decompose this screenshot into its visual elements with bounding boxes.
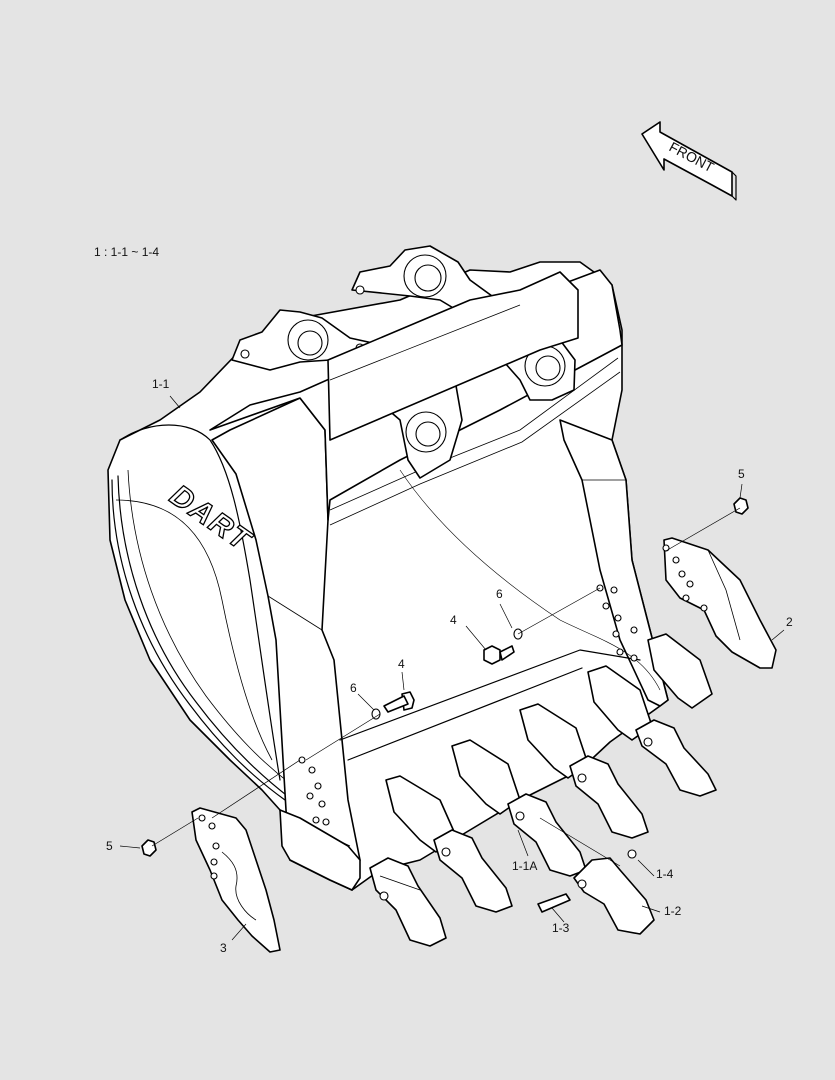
leader-lines — [119, 395, 785, 941]
callout-5-right: 5 — [738, 467, 745, 481]
teeth-row — [369, 633, 717, 947]
group-label: 1 : 1-1 ~ 1-4 — [94, 245, 159, 259]
callout-6-right: 6 — [496, 587, 503, 601]
side-bolt-holes-left — [298, 756, 330, 826]
tooth-5 — [635, 633, 717, 797]
callout-1-4: 1-4 — [656, 867, 674, 881]
callout-1-1a: 1-1A — [512, 859, 537, 873]
callout-5-left: 5 — [106, 839, 113, 853]
callout-6-left: 6 — [350, 681, 357, 695]
tooth-3 — [507, 703, 589, 877]
tooth-1 — [369, 775, 457, 947]
side-bolt-holes-right — [596, 584, 638, 662]
callout-1-1: 1-1 — [152, 377, 170, 391]
right-side-cutter — [662, 537, 777, 669]
exploded-tooth — [537, 817, 655, 935]
callout-2: 2 — [786, 615, 793, 629]
left-side-cutter — [191, 807, 281, 953]
callout-1-2: 1-2 — [664, 904, 682, 918]
callout-4-left: 4 — [398, 657, 405, 671]
callouts: 1-1 5 6 4 2 4 6 5 1-1A 1-4 1-2 1-3 3 — [106, 377, 793, 955]
callout-3: 3 — [220, 941, 227, 955]
callout-1-3: 1-3 — [552, 921, 570, 935]
mounting-brackets — [231, 245, 579, 479]
front-arrow: FRONT — [641, 121, 737, 201]
callout-4-right: 4 — [450, 613, 457, 627]
